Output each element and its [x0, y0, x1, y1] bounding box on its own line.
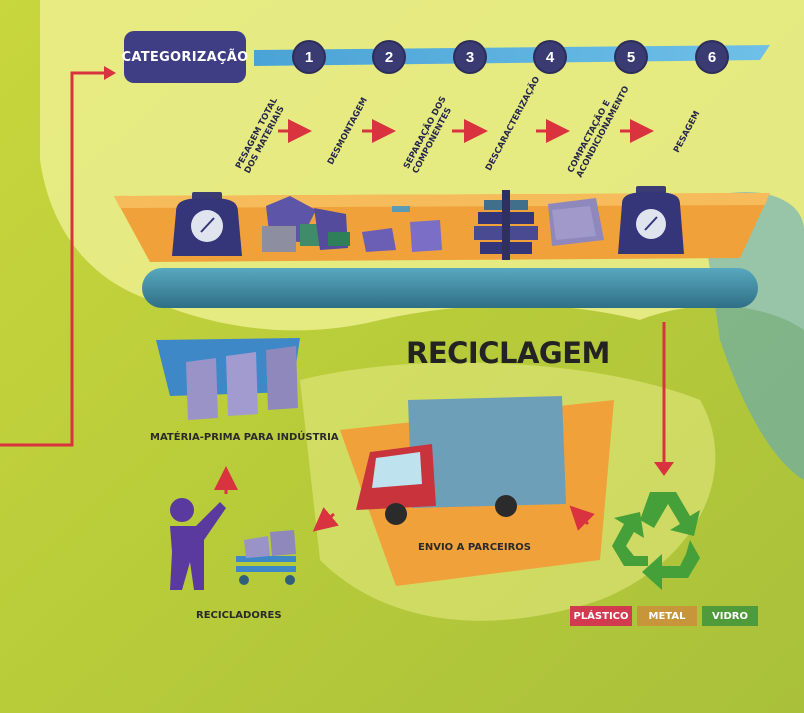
raw-material-blocks-icon — [186, 346, 298, 420]
return-arrow — [0, 71, 106, 447]
shipping-label: ENVIO A PARCEIROS — [418, 542, 532, 553]
recyclers-label: RECICLADORES — [196, 610, 282, 621]
scale-icon — [172, 192, 242, 256]
step-number-6: 6 — [697, 42, 727, 72]
blue-streak — [700, 191, 804, 480]
step-number-4: 4 — [535, 42, 565, 72]
recycler-person-icon — [170, 498, 226, 590]
shredder-icon — [474, 190, 538, 260]
tag-metal: METAL — [637, 606, 697, 626]
raw-material-label: MATÉRIA-PRIMA PARA INDÚSTRIA — [150, 432, 339, 443]
step-number-1: 1 — [294, 42, 324, 72]
scale-icon-2 — [618, 186, 684, 254]
step-number-2: 2 — [374, 42, 404, 72]
cart-icon — [236, 530, 296, 585]
step-number-3: 3 — [455, 42, 485, 72]
step-number-5: 5 — [616, 42, 646, 72]
conveyor-belt — [142, 268, 758, 308]
electronics-pile-icon — [262, 196, 350, 252]
recycling-title: RECICLAGEM — [406, 336, 610, 370]
tag-glass: VIDRO — [702, 606, 758, 626]
tag-plastic: PLÁSTICO — [570, 606, 632, 626]
categorization-badge: CATEGORIZAÇÃO — [122, 31, 248, 83]
truck-icon — [356, 396, 566, 525]
compacted-block-icon — [548, 198, 604, 246]
recycle-icon — [612, 492, 700, 590]
components-icon — [362, 206, 442, 252]
